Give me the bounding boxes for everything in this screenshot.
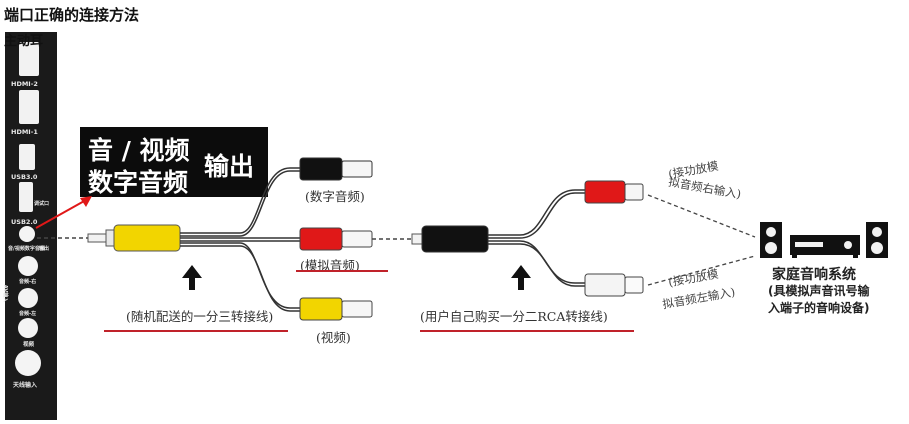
- red-pointer-arrow: [35, 196, 92, 229]
- hdmi2-port: [19, 42, 39, 76]
- hdmi1-label: HDMI-1: [11, 128, 38, 136]
- home-audio-title: 家庭音响系统: [772, 267, 856, 283]
- home-audio-desc-2: 入端子的音响设备): [768, 301, 870, 315]
- tv-back-panel: HDMI-2 HDMI-1 USB3.0 调试口 USB2.0 音/视频数字音频…: [2, 32, 57, 420]
- video-jack: [18, 318, 38, 338]
- cable1-caption: (随机配送的一分三转接线): [126, 309, 274, 324]
- cable2-caption: (用户自己购买一分二RCA转接线): [420, 309, 608, 324]
- usb3-port: [19, 144, 35, 170]
- output-line-3: 输出: [204, 152, 255, 181]
- debug-label: 调试口: [34, 201, 50, 207]
- hdmi1-port: [19, 90, 39, 124]
- rca-white-female: [584, 273, 644, 297]
- rca-black-plug: [299, 157, 373, 181]
- audio-r-jack: [18, 256, 38, 276]
- output-line-1: 音 / 视频: [88, 136, 190, 165]
- audio-out-label: 音/视频数字音频: [8, 246, 45, 252]
- rca-red-plug: [299, 227, 373, 251]
- video-label: (视频): [316, 330, 351, 345]
- up-arrow-2: [511, 265, 531, 290]
- rca-yellow-plug: [299, 297, 373, 321]
- audio-l-jack: [18, 288, 38, 308]
- audio-r-label: 音频-右: [19, 279, 37, 285]
- output-line-2: 数字音频: [88, 168, 189, 197]
- page-title: 端口正确的连接方法: [4, 6, 140, 24]
- debug-port: [19, 182, 33, 212]
- video-label: 视频: [23, 342, 35, 348]
- cable1-wires: [180, 167, 300, 312]
- dashed-left-pointer: [647, 255, 756, 286]
- dashed-right-pointer: [647, 194, 756, 238]
- home-audio-desc-1: (具模拟声音讯号输: [768, 284, 870, 298]
- usb3-label: USB3.0: [11, 173, 38, 181]
- rca-red-female: [584, 180, 644, 204]
- analog-audio-underline: [296, 270, 388, 272]
- analog-audio-label: (模拟音频): [300, 258, 360, 273]
- output-label-box: 音 / 视频 数字音频 输出: [80, 127, 268, 197]
- cable2-underline: [420, 330, 634, 332]
- digital-audio-label: (数字音频): [305, 189, 365, 204]
- page-subtitle: 主动耳: [4, 34, 44, 49]
- antenna-jack: [15, 350, 41, 376]
- audio-out-jack: [19, 226, 35, 242]
- cable1-underline: [104, 330, 288, 332]
- antenna-label: 天线输入: [13, 382, 38, 389]
- out-label: 输出: [39, 246, 50, 252]
- audio-l-label: 音频-左: [19, 311, 37, 317]
- cable2-plug: [411, 225, 489, 253]
- usb2-label: USB2.0: [11, 218, 38, 226]
- up-arrow-1: [182, 265, 202, 290]
- cable1-plug: [87, 224, 181, 252]
- hdmi2-label: HDMI-2: [11, 80, 38, 88]
- cable2-wires: [488, 189, 585, 287]
- home-audio-system: [760, 222, 888, 258]
